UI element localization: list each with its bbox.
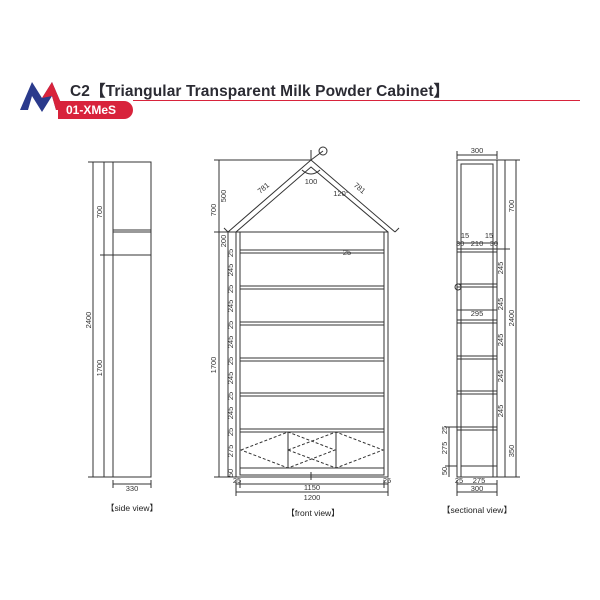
sect-dim-shelf-gap: 245	[496, 262, 505, 275]
side-dim-width: 330	[126, 484, 139, 493]
sect-dim-shelf-gap: 245	[496, 370, 505, 383]
front-dim-shelf-thk: 25	[226, 357, 235, 365]
side-view-caption: 【side view】	[106, 503, 158, 513]
front-dim-roof-a: 500	[219, 190, 228, 203]
base-compartment	[239, 431, 385, 469]
front-dim-label-25: 25	[343, 248, 351, 257]
sectional-view-caption: 【sectional view】	[442, 505, 512, 515]
front-dim-angle: 120°	[333, 189, 349, 198]
front-dim-foot: 50	[226, 469, 235, 477]
sect-shelf-gap-labels: 245 245 245 245 245	[496, 262, 505, 418]
front-dim-shelf-thk: 25	[226, 249, 235, 257]
front-dim-side-right: 25	[383, 476, 391, 485]
sect-dim-top-width: 300	[471, 146, 484, 155]
front-dim-base: 275	[226, 445, 235, 458]
front-dim-shelf-gap: 245	[226, 300, 235, 313]
side-view	[88, 161, 152, 488]
front-dim-slope-left: 781	[256, 181, 271, 196]
sectional-shelves	[456, 248, 498, 431]
code-badge	[58, 101, 133, 119]
header: C2【Triangular Transparent Milk Powder Ca…	[0, 0, 600, 130]
front-dim-shelf-gap: 245	[226, 407, 235, 420]
front-dim-shelf-thk: 25	[226, 392, 235, 400]
side-dim-top: 700	[95, 206, 104, 219]
front-dim-shelf-thk: 25	[226, 428, 235, 436]
sect-dim-bottom-300: 300	[471, 484, 484, 493]
front-dim-total-width: 1200	[304, 493, 321, 502]
front-body-outline	[235, 231, 389, 478]
shelves	[239, 249, 385, 433]
sect-dim-base-275: 275	[440, 442, 449, 455]
front-dim-shelf-gap: 245	[226, 264, 235, 277]
front-dim-apex-gap: 100	[305, 177, 318, 186]
sect-dim-shelf-gap: 245	[496, 405, 505, 418]
sect-dim-base-25: 25	[440, 426, 449, 434]
sectional-view	[445, 151, 520, 496]
front-view-caption: 【front view】	[286, 508, 339, 518]
sect-dim-bottom-275: 275	[473, 476, 486, 485]
front-dim-shelf-gap: 245	[226, 336, 235, 349]
header-rule	[133, 100, 580, 101]
front-shelf-gap-labels: 245 245 245 245 245 25 25 25 25 25 25 27…	[226, 249, 235, 477]
sect-dim-left-30: 30	[456, 239, 464, 248]
front-dim-inner-width: 1150	[304, 483, 320, 492]
front-dim-roof-b: 700	[209, 204, 218, 217]
sect-dim-right-30: 30	[490, 239, 498, 248]
sect-dim-bottom-25: 25	[455, 476, 463, 485]
sect-dim-bottom-350: 350	[507, 445, 516, 458]
side-dim-bottom: 1700	[95, 360, 104, 377]
sect-dim-depth-295: 295	[471, 309, 484, 318]
roof-outline	[227, 159, 396, 233]
front-view	[214, 146, 400, 496]
front-dim-side-left: 25	[233, 476, 241, 485]
front-dim-shelf-thk: 25	[226, 285, 235, 293]
front-dim-shelf-gap: 245	[226, 372, 235, 385]
sect-dim-side-15b: 15	[485, 231, 493, 240]
sect-dim-foot-50: 50	[440, 467, 449, 475]
sect-dim-shelf-gap: 245	[496, 334, 505, 347]
sect-dim-inner-210: 210	[471, 239, 484, 248]
sect-dim-shelf-gap: 245	[496, 298, 505, 311]
page-title: C2【Triangular Transparent Milk Powder Ca…	[70, 83, 450, 100]
sect-dim-top-height: 700	[507, 200, 516, 213]
sectional-outline	[456, 159, 498, 478]
sect-dim-side-15a: 15	[461, 231, 469, 240]
sect-dim-total: 2400	[507, 310, 516, 327]
side-view-outline	[112, 161, 152, 478]
product-code: 01-XMeS	[66, 103, 117, 117]
front-dim-slope-right: 781	[352, 181, 367, 196]
front-dim-body: 1700	[209, 357, 218, 374]
side-dim-total: 2400	[84, 312, 93, 329]
front-dim-shelf-thk: 25	[226, 321, 235, 329]
front-dim-top-block: 200	[219, 235, 228, 248]
